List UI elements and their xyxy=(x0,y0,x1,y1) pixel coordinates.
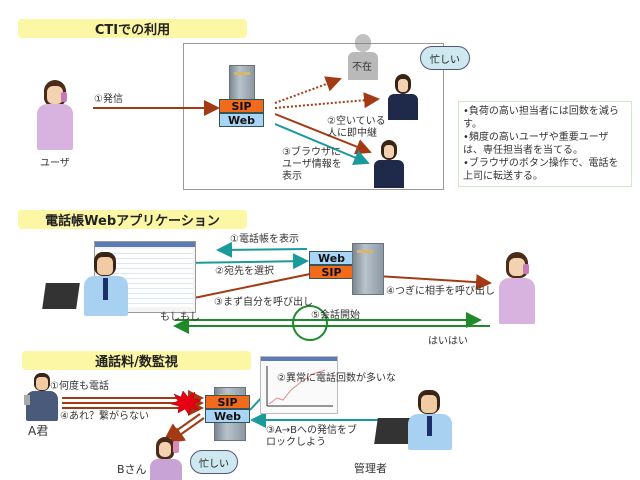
step-call-label: ①発信 xyxy=(94,94,123,105)
server-tower-icon xyxy=(352,243,384,295)
step-show-book-label: ①電話帳を表示 xyxy=(230,234,299,245)
busy-thought-cloud: 忙しい xyxy=(190,450,238,474)
a-kun-man-icon xyxy=(24,373,60,421)
arrow-browser xyxy=(274,123,370,165)
arrow-show-book xyxy=(216,241,308,258)
step-call-self-label: ③まず自分を呼び出し xyxy=(214,297,313,308)
arrow-to-b-2 xyxy=(168,417,205,444)
operator-absent-icon xyxy=(348,34,378,80)
step-select-label: ②宛先を選択 xyxy=(215,266,274,277)
step-call-peer-label: ④つぎに相手を呼び出し xyxy=(386,286,495,297)
callee-woman-icon xyxy=(497,252,537,324)
step-relay-label-1: ②空いている xyxy=(327,116,386,127)
absent-label: 不在 xyxy=(352,62,372,73)
operator-busy-icon xyxy=(388,74,418,120)
arrow-busy xyxy=(274,92,380,109)
step-browser-label-2: ユーザ情報を xyxy=(282,159,342,170)
server-monitor: SIP Web xyxy=(205,395,250,423)
web-box: Web xyxy=(219,113,264,127)
step-block-label-1: ③A→Bへの発信をブ xyxy=(266,425,358,436)
step-repeat-label: ①何度も電話 xyxy=(50,381,109,392)
sip-box: SIP xyxy=(219,99,264,113)
server-phonebook: Web SIP xyxy=(309,251,354,279)
server-cti: SIP Web xyxy=(219,99,264,127)
operator-available-icon xyxy=(374,140,404,188)
call-count-graph xyxy=(266,366,333,407)
sip-box: SIP xyxy=(309,265,354,279)
note-item: •負荷の高い担当者には回数を減らす。 xyxy=(463,106,619,130)
user-label: ユーザ xyxy=(40,158,70,169)
callee-says: はいはい xyxy=(428,336,468,347)
section-title-monitor: 通話料/数監視 xyxy=(22,351,251,370)
step-talk-label: ⑤会話開始 xyxy=(311,310,360,321)
talk-circle xyxy=(292,305,328,341)
step-browser-label-3: 表示 xyxy=(282,171,302,182)
arrow-relay xyxy=(274,113,372,155)
step-relay-label-2: 人に即中継 xyxy=(327,128,377,139)
b-san-woman-icon xyxy=(148,437,184,480)
a-kun-label: A君 xyxy=(28,424,49,438)
admin-label: 管理者 xyxy=(354,462,387,475)
arrow-to-b-1 xyxy=(164,413,201,440)
server-tower-icon xyxy=(229,65,255,103)
b-san-label: Bさん xyxy=(117,463,147,476)
arrow-select xyxy=(182,253,309,270)
web-box: Web xyxy=(205,409,250,423)
arrow-absent xyxy=(274,76,342,104)
cti-notes-box: •負荷の高い担当者には回数を減らす。 •頻度の高いユーザや重要ユーザは、専任担当… xyxy=(458,101,632,187)
user-woman-icon xyxy=(35,80,75,150)
admin-man-icon xyxy=(404,390,454,452)
busy-thought-cloud: 忙しい xyxy=(420,46,470,70)
caller-says: もしもし xyxy=(160,312,200,323)
step-browser-label-1: ③ブラウザに xyxy=(282,147,341,158)
step-abnormal-label: ②異常に電話回数が多いな xyxy=(277,373,396,384)
call-count-chart-window xyxy=(260,356,338,414)
step-block-label-2: ロックしよう xyxy=(266,437,326,448)
web-box: Web xyxy=(309,251,354,265)
step-fail-label: ④あれ？繋がらない xyxy=(60,411,149,422)
section-title-cti: CTIでの利用 xyxy=(18,19,247,38)
note-item: •頻度の高いユーザや重要ユーザは、専任担当者を当てる。 xyxy=(463,132,609,156)
error-burst-icon xyxy=(170,390,202,416)
note-item: •ブラウザのボタン操作で、電話を上司に転送する。 xyxy=(463,158,619,182)
laptop-icon xyxy=(42,283,80,309)
caller-man-icon xyxy=(78,252,132,316)
section-title-phonebook: 電話帳Webアプリケーション xyxy=(18,210,247,229)
sip-box: SIP xyxy=(205,395,250,409)
